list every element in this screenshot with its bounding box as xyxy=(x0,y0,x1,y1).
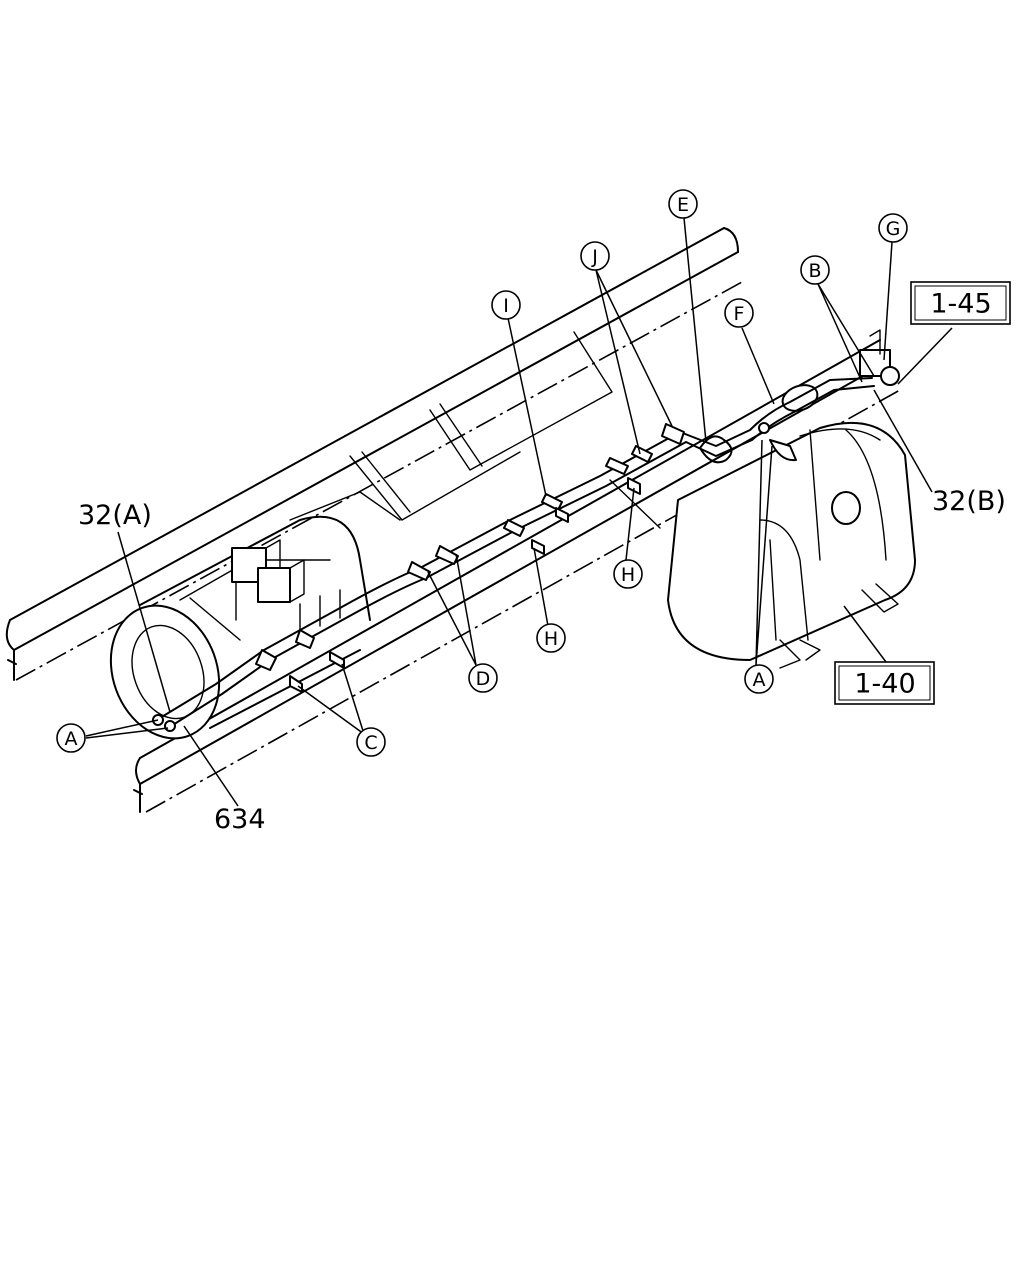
callout-i-letter: I xyxy=(503,295,509,317)
callout-j-letter: J xyxy=(591,246,598,268)
callout-g-letter: G xyxy=(886,218,901,240)
callout-h-upper: H xyxy=(613,559,643,589)
callout-h-lower: H xyxy=(536,623,566,653)
callout-d-letter: D xyxy=(476,668,491,690)
callout-g: G xyxy=(878,213,908,243)
fuel-filter xyxy=(769,329,900,462)
part-label-pipe-a: 32(A) xyxy=(78,500,152,531)
reference-box-filter: 1-45 xyxy=(910,281,1011,325)
fuel-tank xyxy=(667,421,916,669)
callout-a-right-letter: A xyxy=(753,669,766,691)
far-frame-rail xyxy=(5,227,743,681)
reference-box-tank-text: 1-40 xyxy=(854,669,915,700)
callout-e-letter: E xyxy=(677,194,689,216)
part-label-hose: 634 xyxy=(214,804,266,835)
callout-a-right: A xyxy=(744,664,774,694)
fuel-pipes xyxy=(159,377,875,729)
callout-d: D xyxy=(468,663,498,693)
callout-e: E xyxy=(668,189,698,219)
callout-a-left: A xyxy=(56,723,86,753)
callout-f: F xyxy=(724,298,754,328)
transmission xyxy=(109,491,401,740)
callout-c: C xyxy=(356,727,386,757)
callout-j: J xyxy=(580,241,610,271)
callout-h-lower-letter: H xyxy=(544,628,558,650)
callout-b-letter: B xyxy=(808,260,821,282)
part-label-pipe-b: 32(B) xyxy=(932,486,1006,517)
callout-i: I xyxy=(491,290,521,320)
reference-box-tank: 1-40 xyxy=(834,661,935,705)
reference-box-filter-text: 1-45 xyxy=(930,289,991,320)
callout-f-letter: F xyxy=(734,303,745,325)
pipe-clips xyxy=(152,422,770,732)
leader-lines xyxy=(85,217,953,807)
callout-a-left-letter: A xyxy=(65,728,78,750)
callout-b: B xyxy=(800,255,830,285)
cross-members xyxy=(349,331,661,529)
callout-h-upper-letter: H xyxy=(621,564,635,586)
callout-c-letter: C xyxy=(364,732,377,754)
